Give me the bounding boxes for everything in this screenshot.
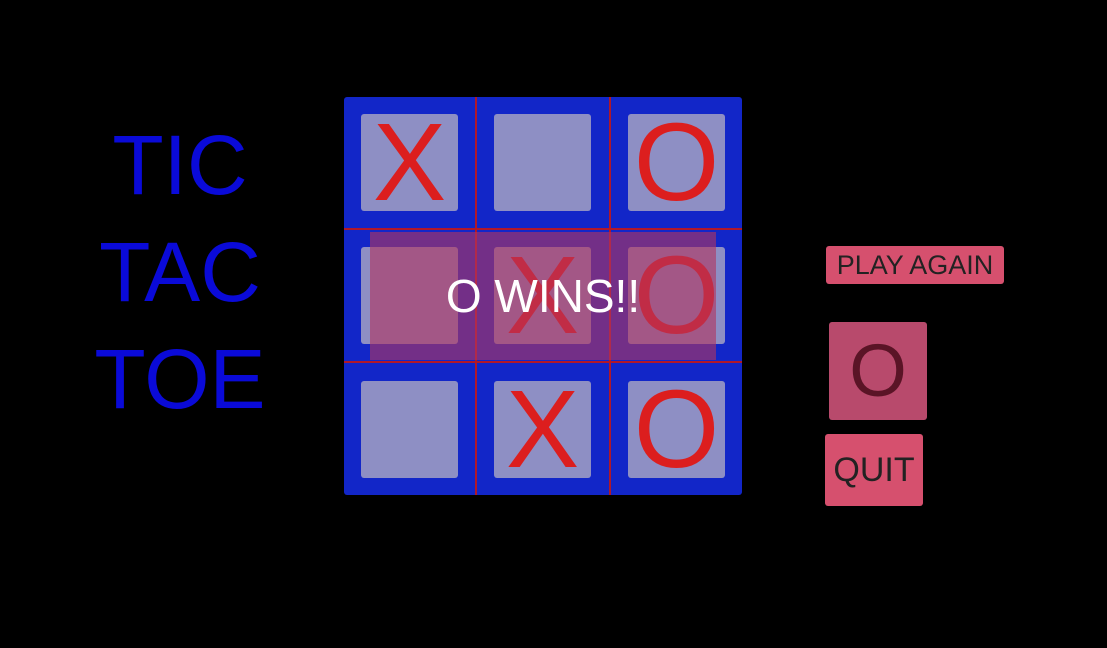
quit-button[interactable]: QUIT (825, 434, 923, 506)
cell-mark: X (372, 114, 447, 211)
title-line-toe: TOE (94, 332, 266, 426)
board-cell-1[interactable]: X (361, 114, 458, 211)
result-banner: O WINS!! (370, 232, 716, 360)
play-again-button[interactable]: PLAY AGAIN (826, 246, 1004, 284)
cell-mark: X (505, 381, 580, 478)
title-line-tac: TAC (99, 225, 261, 319)
board-cell-8[interactable]: X (494, 381, 591, 478)
grid-divider (344, 228, 742, 230)
cell-mark: O (633, 381, 720, 478)
cell-mark: O (633, 114, 720, 211)
grid-divider (344, 361, 742, 363)
title-line-tic: TIC (112, 118, 248, 212)
current-player-indicator: O (829, 322, 927, 420)
board-cell-9[interactable]: O (628, 381, 725, 478)
game-title: TIC TAC TOE (80, 112, 280, 433)
board-cell-2[interactable] (494, 114, 591, 211)
board-cell-3[interactable]: O (628, 114, 725, 211)
board-cell-7[interactable] (361, 381, 458, 478)
